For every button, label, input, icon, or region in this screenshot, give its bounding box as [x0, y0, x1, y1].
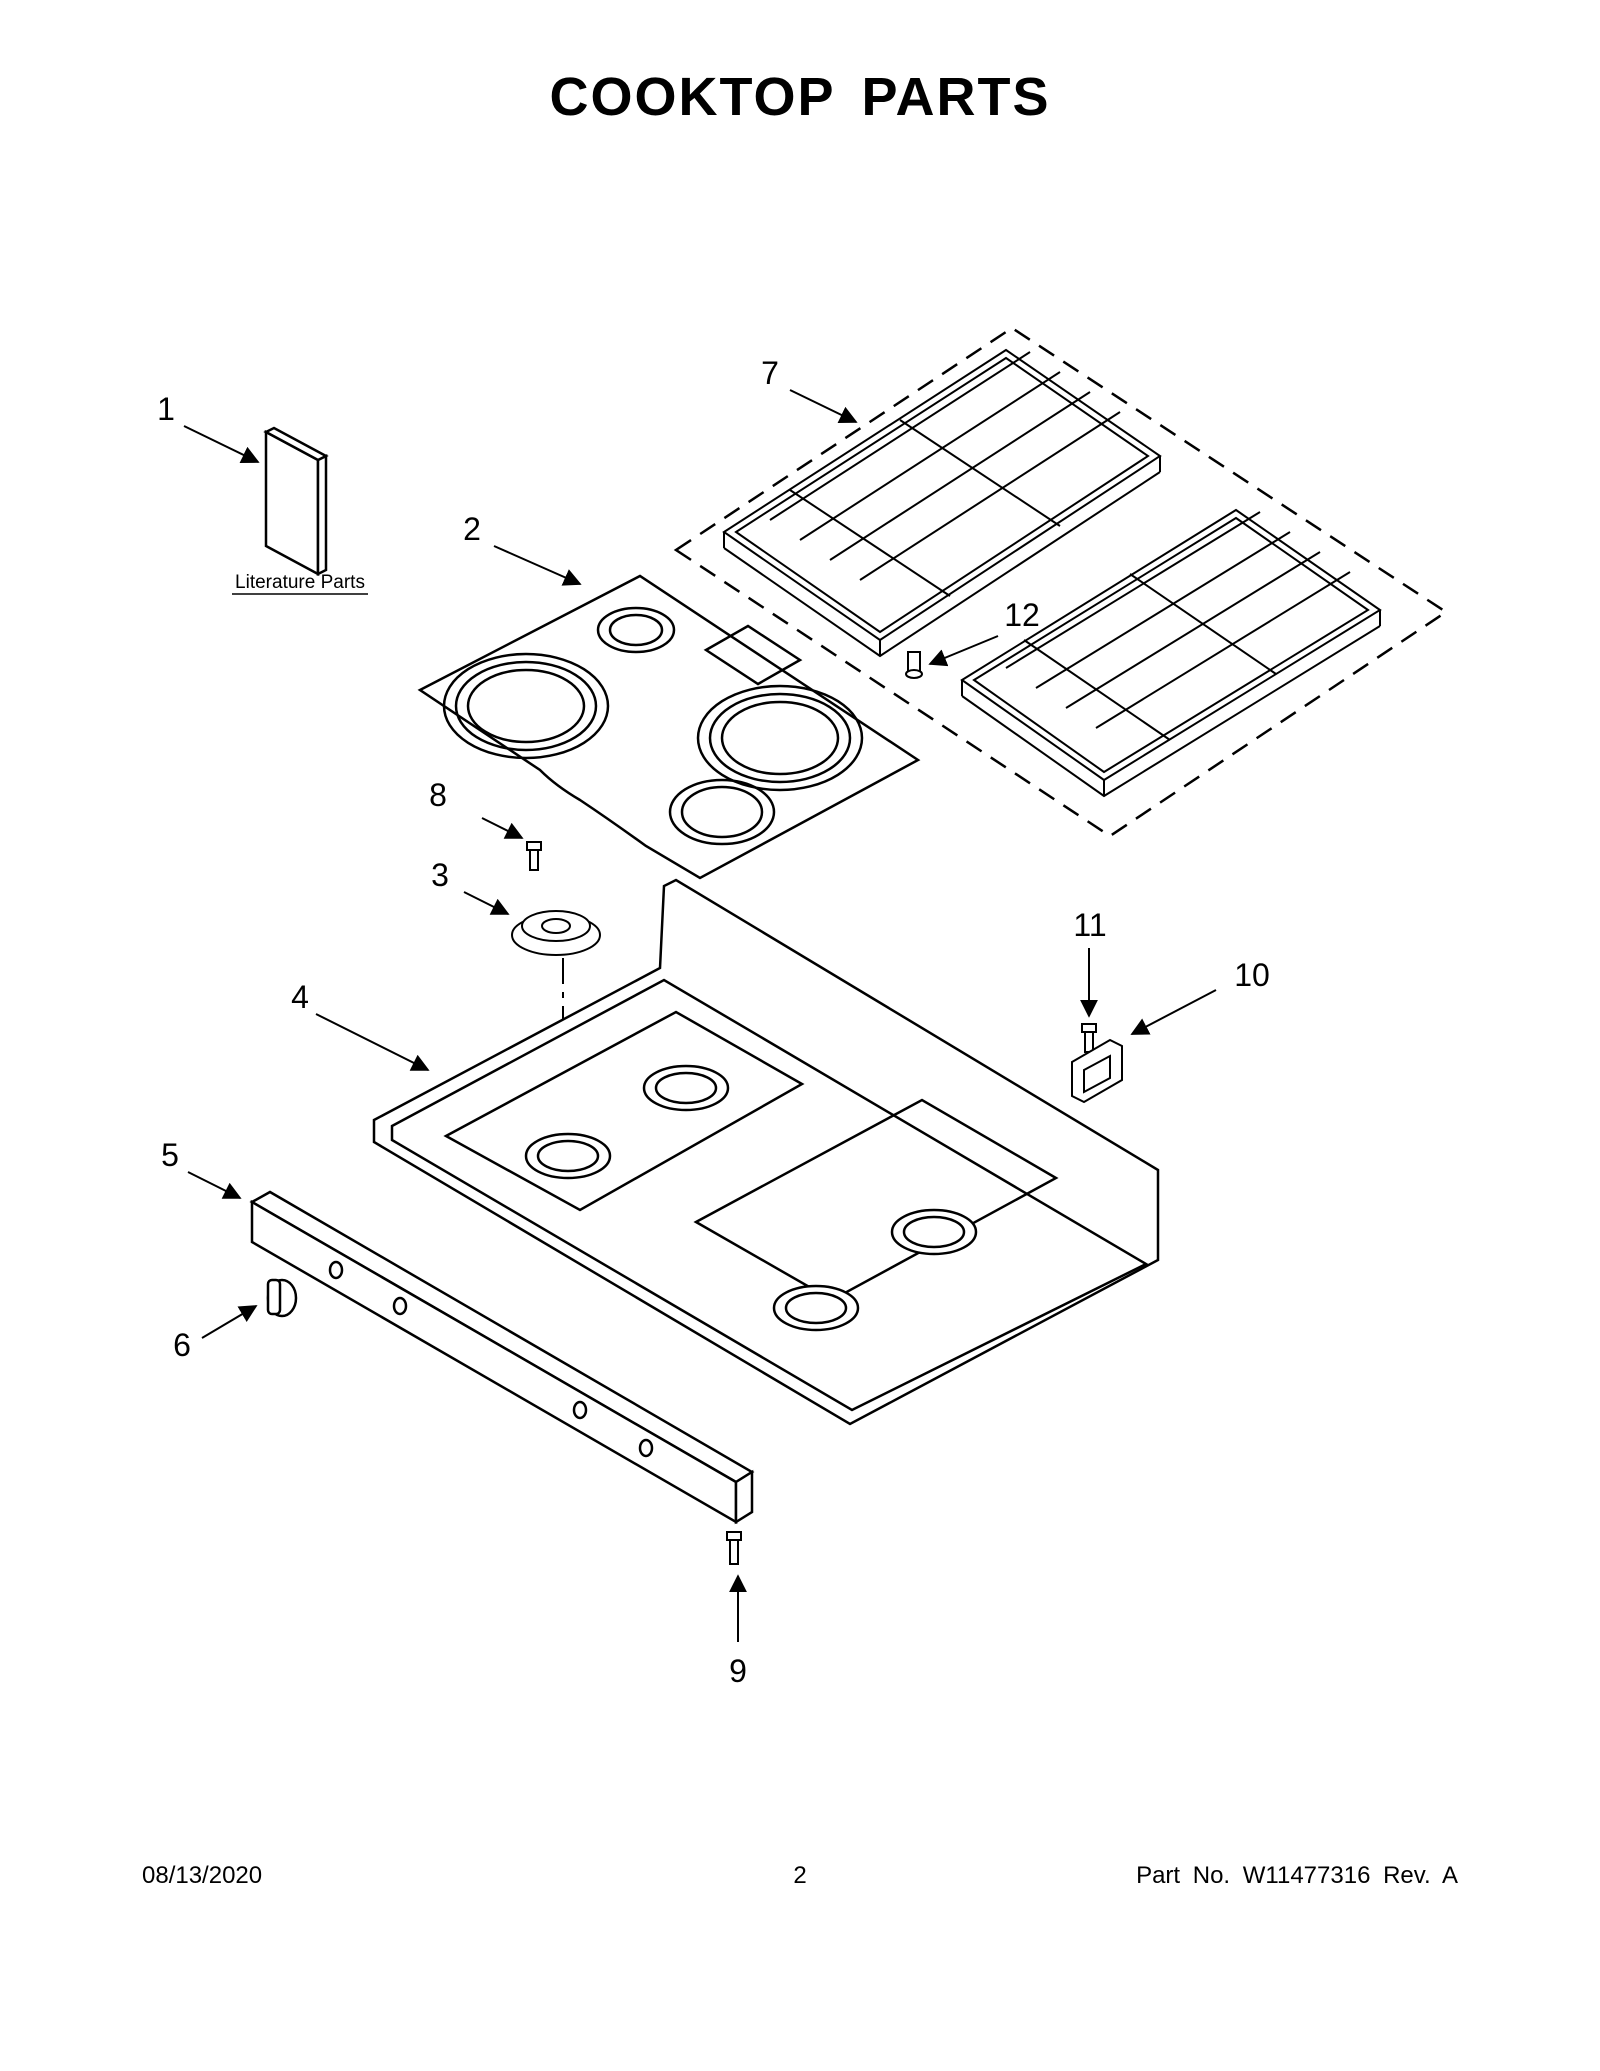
- footer-part-number: Part No. W11477316 Rev. A: [1136, 1862, 1458, 1889]
- control-knob: [266, 1278, 298, 1318]
- callout-8: 8: [429, 777, 447, 813]
- callout-3: 3: [431, 857, 449, 893]
- footer-page-number: 2: [793, 1862, 807, 1889]
- footer-date: 08/13/2020: [142, 1862, 263, 1889]
- literature-part: [263, 426, 329, 577]
- panel-screw: [726, 1531, 742, 1565]
- burner-screw: [526, 841, 542, 871]
- callout-5: 5: [161, 1137, 179, 1173]
- callout-2: 2: [463, 511, 481, 547]
- cooktop-tray: [372, 878, 1160, 1426]
- literature-parts-label: Literature Parts: [235, 572, 365, 593]
- burner-head: [511, 910, 601, 956]
- callout-12: 12: [1004, 597, 1040, 633]
- callout-9: 9: [729, 1653, 747, 1689]
- callout-6: 6: [173, 1327, 191, 1363]
- callout-10: 10: [1234, 957, 1270, 993]
- grate-assembly: [673, 326, 1449, 838]
- left-grate: [722, 348, 1162, 658]
- mounting-bracket: [1071, 1038, 1123, 1104]
- leader-lines: [183, 389, 1217, 1642]
- callout-11: 11: [1073, 907, 1106, 943]
- front-panel: [249, 1190, 755, 1525]
- right-grate: [960, 508, 1382, 798]
- page-title: COOKTOP PARTS: [549, 67, 1051, 127]
- callout-4: 4: [291, 979, 309, 1015]
- grate-foot: [905, 651, 923, 679]
- bracket-screw: [1081, 1023, 1097, 1053]
- callout-1: 1: [157, 391, 175, 427]
- cooktop-overlay: [417, 574, 921, 880]
- callout-7: 7: [761, 355, 779, 391]
